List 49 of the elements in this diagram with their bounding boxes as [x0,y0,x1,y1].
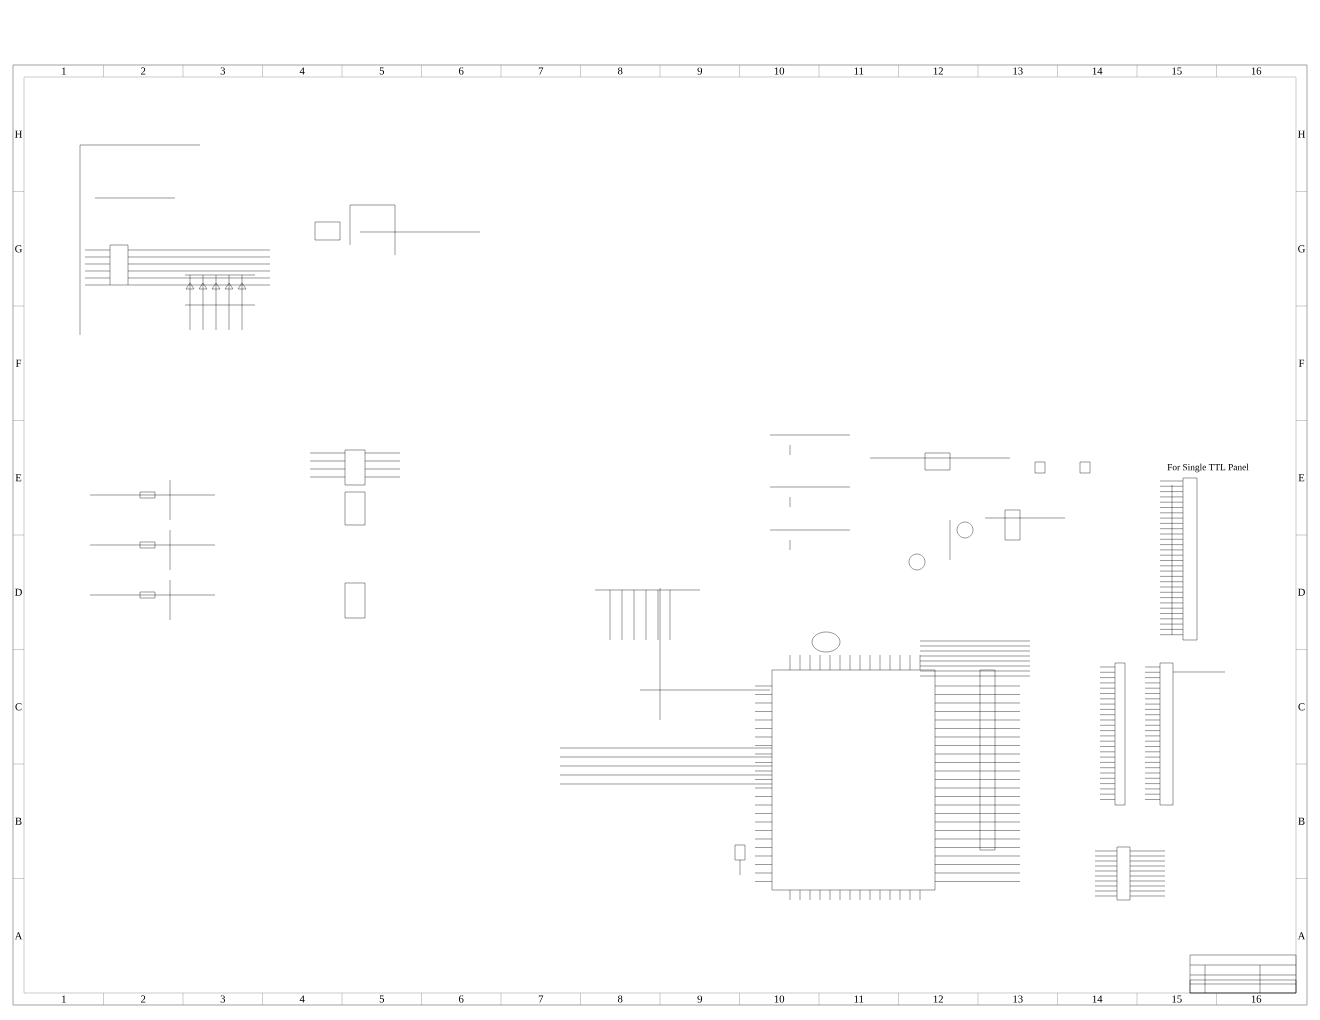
grid-letter: C [1298,703,1305,711]
grid-number: 3 [220,995,226,1003]
grid-number: 10 [774,995,785,1003]
grid-letter: D [14,588,22,596]
grid-number: 1 [62,67,66,75]
grid-number: 12 [933,995,943,1003]
grid-letter: E [1298,474,1305,482]
grid-number: 13 [1013,995,1023,1003]
grid-number: 12 [933,67,943,75]
grid-number: 11 [854,67,864,75]
grid-letter: D [1297,588,1305,596]
grid-number: 8 [617,995,623,1003]
grid-number: 14 [1092,995,1103,1003]
grid-number: 7 [538,995,544,1003]
grid-letter: A [14,932,23,940]
grid-number: 6 [459,995,464,1003]
grid-number: 10 [774,67,785,75]
grid-number: 4 [299,67,305,75]
grid-number: 15 [1172,67,1182,75]
grid-letter: B [15,817,22,825]
grid-number: 2 [141,995,146,1003]
grid-number: 1 [62,995,66,1003]
grid-number: 16 [1251,67,1262,75]
grid-letter: E [15,474,22,482]
grid-number: 9 [697,67,703,75]
grid-letter: H [14,130,23,138]
grid-letter: G [1298,245,1305,253]
grid-letter: A [1297,932,1306,940]
grid-number: 8 [617,67,623,75]
grid-number: 3 [220,67,226,75]
panel-heading: For Single TTL Panel [1167,463,1249,473]
grid-letter: B [1298,817,1305,825]
grid-number: 9 [697,995,703,1003]
grid-number: 5 [379,995,385,1003]
grid-number: 2 [141,67,146,75]
grid-letter: C [15,703,22,711]
grid-number: 6 [459,67,464,75]
grid-number: 5 [379,67,385,75]
grid-number: 11 [854,995,864,1003]
grid-number: 4 [299,995,305,1003]
grid-letter: F [1298,359,1305,367]
grid-number: 7 [538,67,544,75]
grid-letter: F [15,359,22,367]
grid-letter: G [15,245,22,253]
grid-number: 16 [1251,995,1262,1003]
grid-number: 15 [1172,995,1182,1003]
grid-letter: H [1297,130,1306,138]
grid-number: 13 [1013,67,1023,75]
grid-number: 14 [1092,67,1103,75]
